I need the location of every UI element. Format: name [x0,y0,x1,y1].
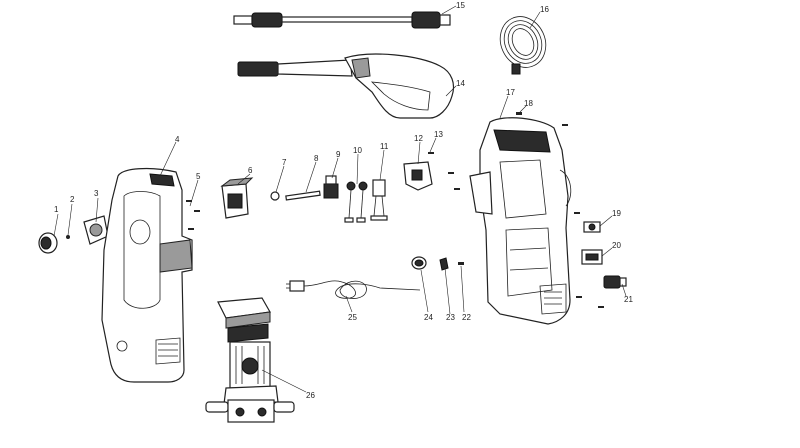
part-rear-housing [469,117,572,325]
part-plate-20 [581,249,603,265]
part-block-6 [220,177,254,219]
part-shaft-8 [285,190,321,201]
part-front-housing [101,167,193,383]
leader-lines [53,5,627,393]
callout-16: 16 [540,5,549,14]
callout-17: 17 [506,88,515,97]
callout-19: 19 [612,209,621,218]
callout-26: 26 [306,391,315,400]
callout-3: 3 [94,189,99,198]
callout-9: 9 [336,150,341,159]
callout-25: 25 [348,313,357,322]
part-bracket-12 [403,161,433,191]
callout-21: 21 [624,295,633,304]
part-screws-5 [186,200,200,230]
part-screw-18 [516,112,522,115]
callout-24: 24 [424,313,433,322]
part-brushes-10 [344,181,368,223]
callout-20: 20 [612,241,621,250]
part-hose-coil [499,16,547,75]
callout-6: 6 [248,166,253,175]
callout-22: 22 [462,313,471,322]
part-fittings-22-24 [411,256,464,271]
callout-18: 18 [524,99,533,108]
part-lance [233,11,451,29]
part-clip-11 [370,179,388,221]
part-knob [38,232,58,254]
callout-2: 2 [70,195,75,204]
rear-housing-screws [562,124,604,308]
callout-12: 12 [414,134,423,143]
part-screw-2 [66,235,70,239]
callout-4: 4 [175,135,180,144]
part-ring-7 [270,191,280,201]
part-cap-19 [583,221,601,233]
part-trigger-gun [237,53,455,119]
part-motor-pump [205,297,295,423]
callout-15: 15 [456,1,465,10]
part-power-cord [286,280,421,299]
part-screws-13 [428,152,460,190]
callout-5: 5 [196,172,201,181]
callout-13: 13 [434,130,443,139]
callout-8: 8 [314,154,319,163]
part-block-9 [323,175,339,199]
callout-14: 14 [456,79,465,88]
part-inlet-21 [603,275,627,289]
callout-11: 11 [380,142,389,151]
callout-labels: 1 2 3 4 5 6 7 8 9 10 11 12 13 15 16 14 1… [54,1,633,400]
callout-1: 1 [54,205,59,214]
callout-23: 23 [446,313,455,322]
callout-10: 10 [353,146,362,155]
callout-7: 7 [282,158,287,167]
part-switch-plate [83,215,109,245]
